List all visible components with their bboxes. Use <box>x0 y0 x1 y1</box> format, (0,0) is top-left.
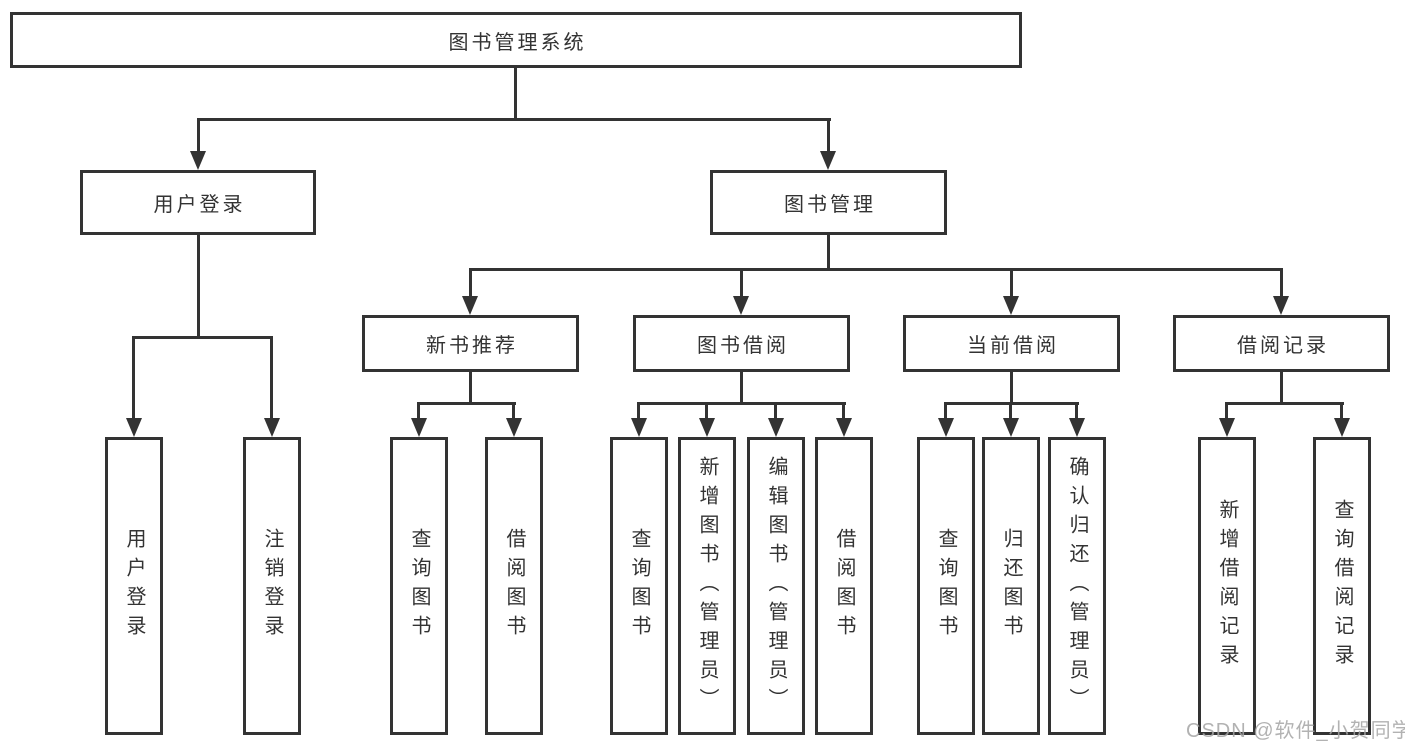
connector-to-leaf-query-books-recommend <box>417 402 420 422</box>
leaf-query-books-borrow: 查询图书 <box>610 437 668 735</box>
node-user-login: 用户登录 <box>80 170 316 235</box>
arrowhead-new-book-recommend <box>462 296 478 315</box>
leaf-borrow-books-recommend: 借阅图书 <box>485 437 543 735</box>
leaf-query-borrow-record: 查询借阅记录 <box>1313 437 1371 735</box>
leaf-logout-login-label: 注销登录 <box>261 528 283 644</box>
arrowhead-leaf-borrow-books-recommend <box>506 418 522 437</box>
arrowhead-leaf-query-books-current <box>938 418 954 437</box>
node-new-book-recommend: 新书推荐 <box>362 315 579 372</box>
arrowhead-leaf-logout <box>264 418 280 437</box>
arrowhead-user-login <box>190 151 206 170</box>
leaf-add-borrow-record: 新增借阅记录 <box>1198 437 1256 735</box>
connector-book-borrow-hline <box>637 402 846 405</box>
arrowhead-current-borrow <box>1003 296 1019 315</box>
node-book-borrow-label: 图书借阅 <box>697 335 789 357</box>
connector-book-borrow-stem <box>740 370 743 405</box>
leaf-return-books-label: 归还图书 <box>1000 528 1022 644</box>
leaf-add-borrow-record-label: 新增借阅记录 <box>1216 499 1238 673</box>
leaf-confirm-return-admin: 确认归还（管理员） <box>1048 437 1106 735</box>
node-current-borrow: 当前借阅 <box>903 315 1120 372</box>
connector-borrow-records-stem <box>1280 370 1283 405</box>
arrowhead-borrow-records <box>1273 296 1289 315</box>
connector-to-leaf-query-books-borrow <box>637 402 640 422</box>
connector-new-book-recommend-hline <box>417 402 516 405</box>
arrowhead-leaf-edit-books-admin <box>768 418 784 437</box>
arrowhead-leaf-return-books <box>1003 418 1019 437</box>
node-user-login-label: 用户登录 <box>153 194 246 216</box>
leaf-query-books-recommend-label: 查询图书 <box>408 528 430 644</box>
connector-to-book-borrow <box>740 268 743 299</box>
node-current-borrow-label: 当前借阅 <box>967 335 1059 357</box>
connector-user-login-stem <box>197 233 200 338</box>
connector-to-leaf-add-borrow-record <box>1225 402 1228 422</box>
leaf-query-books-current-label: 查询图书 <box>935 528 957 644</box>
connector-borrow-records-hline <box>1225 402 1344 405</box>
connector-root-to-book-management <box>827 118 830 154</box>
leaf-query-borrow-record-label: 查询借阅记录 <box>1331 499 1353 673</box>
connector-to-leaf-query-borrow-record <box>1340 402 1343 422</box>
leaf-user-login: 用户登录 <box>105 437 163 735</box>
node-book-management-label: 图书管理 <box>784 194 876 216</box>
node-root: 图书管理系统 <box>10 12 1022 68</box>
arrowhead-leaf-confirm-return <box>1069 418 1085 437</box>
node-book-borrow: 图书借阅 <box>633 315 850 372</box>
connector-to-leaf-logout <box>270 336 273 422</box>
connector-to-leaf-confirm-return <box>1075 402 1078 422</box>
arrowhead-leaf-add-books-admin <box>699 418 715 437</box>
node-borrow-records-label: 借阅记录 <box>1237 335 1329 357</box>
connector-to-leaf-edit-books-admin <box>774 402 777 422</box>
connector-root-hline <box>197 118 831 121</box>
arrowhead-book-borrow <box>733 296 749 315</box>
leaf-query-books-current: 查询图书 <box>917 437 975 735</box>
leaf-borrow-books-recommend-label: 借阅图书 <box>503 528 525 644</box>
leaf-edit-books-admin: 编辑图书（管理员） <box>747 437 805 735</box>
leaf-confirm-return-admin-label: 确认归还（管理员） <box>1066 455 1088 717</box>
connector-to-borrow-records <box>1280 268 1283 299</box>
arrowhead-leaf-add-borrow-record <box>1219 418 1235 437</box>
node-new-book-recommend-label: 新书推荐 <box>426 335 518 357</box>
connector-book-management-stem <box>827 233 830 270</box>
connector-level2-hline <box>469 268 1283 271</box>
connector-user-login-hline <box>132 336 273 339</box>
leaf-query-books-borrow-label: 查询图书 <box>628 528 650 644</box>
node-root-label: 图书管理系统 <box>448 31 587 54</box>
arrowhead-leaf-user-login <box>126 418 142 437</box>
connector-root-to-user-login <box>197 118 200 154</box>
node-book-management: 图书管理 <box>710 170 947 235</box>
csdn-watermark: CSDN @软件_小贺同学 <box>1186 720 1405 742</box>
arrowhead-leaf-query-books-recommend <box>411 418 427 437</box>
connector-to-current-borrow <box>1010 268 1013 299</box>
connector-to-new-book-recommend <box>469 268 472 299</box>
leaf-logout-login: 注销登录 <box>243 437 301 735</box>
arrowhead-book-management <box>820 151 836 170</box>
connector-to-leaf-borrow-books <box>842 402 845 422</box>
connector-to-leaf-user-login <box>132 336 135 422</box>
leaf-user-login-label: 用户登录 <box>123 528 145 644</box>
connector-new-book-recommend-stem <box>469 370 472 405</box>
arrowhead-leaf-query-books-borrow <box>631 418 647 437</box>
connector-to-leaf-add-books-admin <box>705 402 708 422</box>
connector-to-leaf-return-books <box>1009 402 1012 422</box>
arrowhead-leaf-query-borrow-record <box>1334 418 1350 437</box>
leaf-borrow-books-label: 借阅图书 <box>833 528 855 644</box>
leaf-borrow-books: 借阅图书 <box>815 437 873 735</box>
node-borrow-records: 借阅记录 <box>1173 315 1390 372</box>
leaf-return-books: 归还图书 <box>982 437 1040 735</box>
connector-root-stem <box>514 66 517 120</box>
leaf-add-books-admin-label: 新增图书（管理员） <box>696 455 718 717</box>
connector-current-borrow-stem <box>1010 370 1013 405</box>
leaf-edit-books-admin-label: 编辑图书（管理员） <box>765 455 787 717</box>
arrowhead-leaf-borrow-books <box>836 418 852 437</box>
connector-to-leaf-query-books-current <box>944 402 947 422</box>
connector-to-leaf-borrow-books-recommend <box>512 402 515 422</box>
leaf-query-books-recommend: 查询图书 <box>390 437 448 735</box>
leaf-add-books-admin: 新增图书（管理员） <box>678 437 736 735</box>
